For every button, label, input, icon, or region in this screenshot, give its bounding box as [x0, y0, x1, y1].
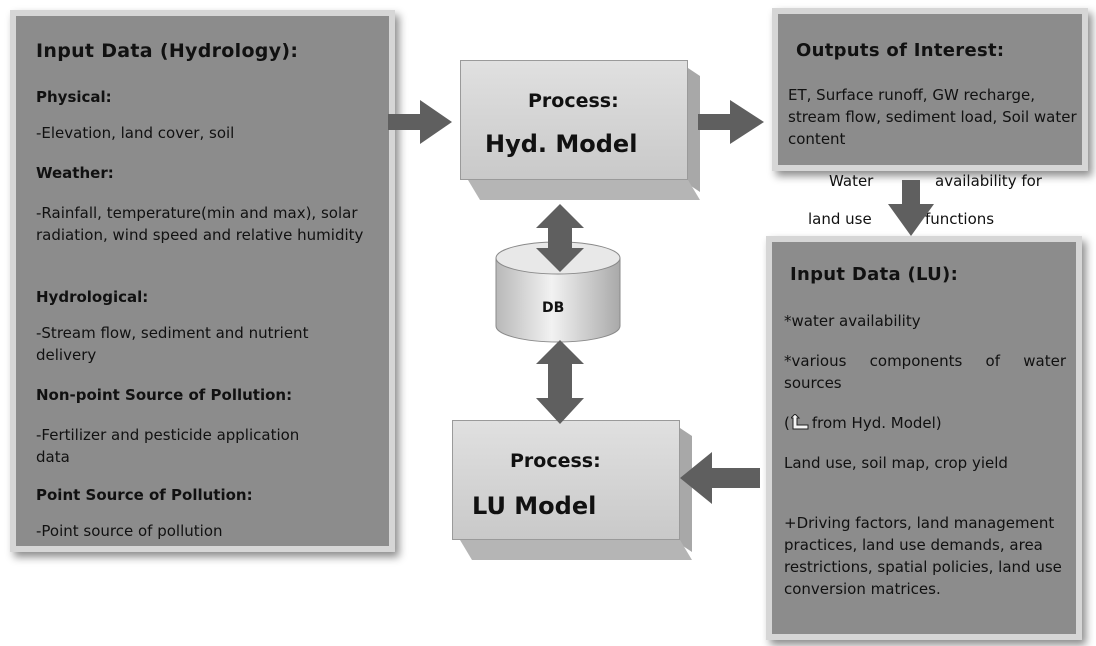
lu-model-process-box: Process: LU Model [452, 420, 692, 560]
input-hydrology-title: Input Data (Hydrology): [36, 40, 299, 62]
input-lu-title: Input Data (LU): [790, 264, 959, 285]
input-lu-item-land-use: Land use, soil map, crop yield [784, 454, 1008, 472]
database-label: DB [542, 300, 565, 316]
connector-label-functions: functions [925, 210, 995, 228]
database-cylinder [495, 241, 621, 343]
input-lu-panel: Input Data (LU): *water availability *va… [766, 236, 1082, 640]
outputs-panel: Outputs of Interest: ET, Surface runoff,… [772, 8, 1088, 171]
nonpoint-heading: Non-point Source of Pollution: [36, 386, 293, 404]
arrow-right-icon [698, 100, 764, 144]
arrow-left-icon [680, 452, 760, 504]
weather-text: -Rainfall, temperature(min and max), sol… [36, 204, 364, 244]
arrow-right-icon [388, 100, 452, 144]
corner-arrow-icon [789, 413, 809, 430]
input-lu-item-components: *various components of water sources [784, 352, 1066, 392]
hydrological-heading: Hydrological: [36, 288, 149, 306]
connector-label-landuse: land use [808, 210, 872, 228]
connector-label-water: Water [829, 172, 874, 190]
outputs-title: Outputs of Interest: [796, 40, 1005, 61]
outputs-text: ET, Surface runoff, GW recharge, stream … [788, 86, 1077, 148]
input-lu-item-water-availability: *water availability [784, 312, 921, 330]
lu-model-name: LU Model [472, 492, 597, 520]
input-hydrology-panel: Input Data (Hydrology): Physical: -Eleva… [10, 10, 395, 552]
nonpoint-text: -Fertilizer and pesticide application da… [36, 426, 300, 466]
physical-heading: Physical: [36, 88, 112, 106]
connector-label-availability: availability for [935, 172, 1042, 190]
hydrological-text: -Stream flow, sediment and nutrient deli… [36, 324, 309, 364]
weather-heading: Weather: [36, 164, 114, 182]
from-hyd-text: from Hyd. Model) [811, 414, 942, 432]
hyd-model-process-box: Process: Hyd. Model [460, 60, 700, 200]
hyd-model-name: Hyd. Model [485, 130, 638, 158]
physical-text: -Elevation, land cover, soil [36, 124, 235, 142]
lu-process-label: Process: [510, 450, 601, 472]
hyd-process-label: Process: [528, 90, 619, 112]
input-lu-item-from-hyd: ( from Hyd. Model) [784, 412, 1066, 434]
point-heading: Point Source of Pollution: [36, 486, 253, 504]
input-lu-item-driving-factors: +Driving factors, land management practi… [784, 514, 1062, 598]
double-arrow-icon [536, 340, 584, 424]
paren-open: ( [784, 414, 790, 432]
point-text: -Point source of pollution [36, 522, 223, 540]
